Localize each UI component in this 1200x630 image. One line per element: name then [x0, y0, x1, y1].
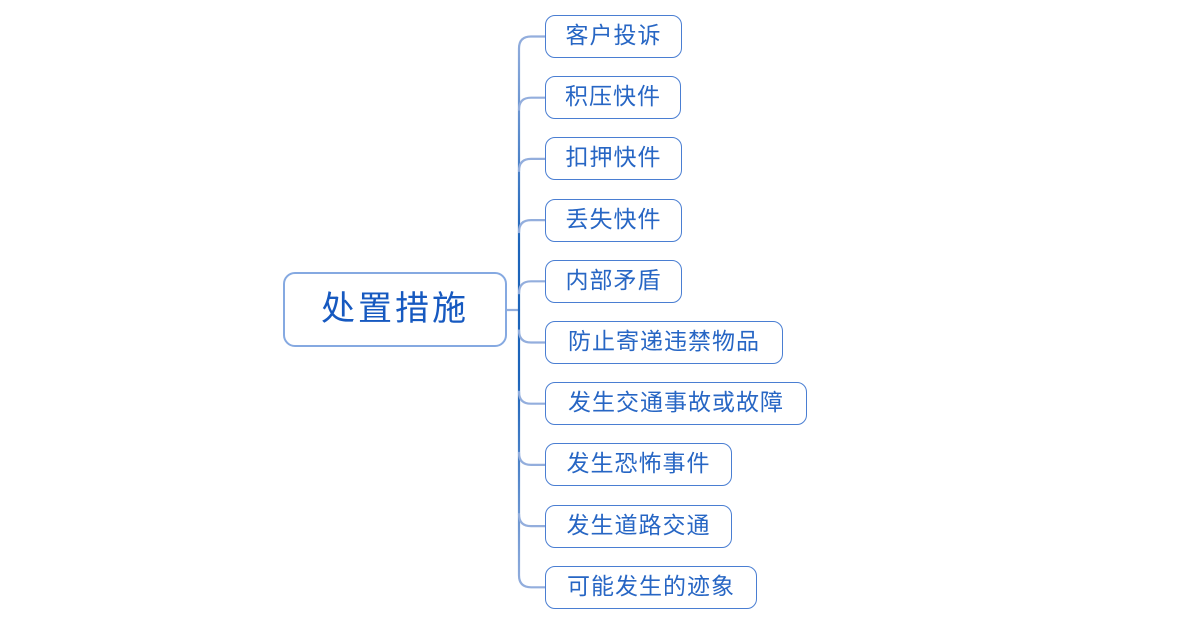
connector-line: [517, 157, 547, 172]
branch-node[interactable]: 发生交通事故或故障: [545, 382, 807, 426]
connector-line: [517, 280, 547, 295]
branch-node[interactable]: 内部矛盾: [545, 259, 682, 303]
connector-line: [517, 513, 547, 528]
connector-line: [517, 451, 547, 466]
branch-node[interactable]: 客户投诉: [545, 15, 682, 58]
branch-node[interactable]: 丢失快件: [545, 198, 682, 242]
branch-node[interactable]: 发生恐怖事件: [545, 443, 732, 487]
connector-line: [517, 390, 547, 405]
connector-line: [517, 96, 547, 111]
branch-node[interactable]: 扣押快件: [545, 137, 682, 181]
branch-node[interactable]: 发生道路交通: [545, 504, 732, 548]
branch-node[interactable]: 防止寄递违禁物品: [545, 321, 783, 364]
connector-line: [517, 35, 547, 589]
connector-line: [517, 219, 547, 234]
branch-node[interactable]: 可能发生的迹象: [545, 565, 757, 609]
branch-node[interactable]: 积压快件: [545, 76, 681, 120]
root-node[interactable]: 处置措施: [283, 272, 507, 347]
connector-line: [517, 329, 547, 344]
